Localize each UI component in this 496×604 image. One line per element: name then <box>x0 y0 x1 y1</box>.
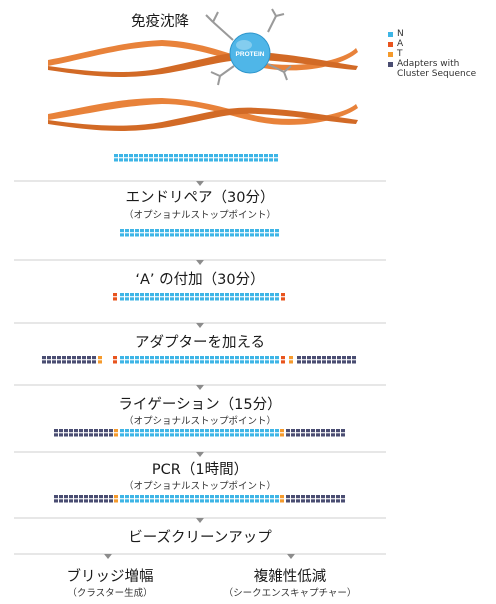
down-arrow-icon <box>287 554 295 559</box>
step-subtitle-ligation: （オプショナルストップポイント） <box>123 416 276 427</box>
step-title-pcr: PCR（1時間） <box>151 462 249 478</box>
fragment-end-repaired <box>120 229 279 237</box>
legend-item-adapter: Adapters with Cluster Sequence <box>388 59 492 79</box>
down-arrow-icon <box>196 385 204 390</box>
legend-item-a: A <box>388 39 403 49</box>
output-title-complexity-reduction: 複雑性低減 <box>253 569 327 585</box>
legend-label-t: T <box>397 49 403 59</box>
legend-swatch-t <box>388 52 393 57</box>
step-title-a-tailing: ‘A’ の付加（30分） <box>135 272 265 288</box>
down-arrow-icon <box>196 323 204 328</box>
legend-label-adapter: Adapters with Cluster Sequence <box>397 59 477 79</box>
legend-label-a: A <box>397 39 404 49</box>
step-subtitle-pcr: （オプショナルストップポイント） <box>123 481 276 492</box>
down-arrow-icon <box>196 181 204 186</box>
down-arrow-icon <box>196 452 204 457</box>
fragment-pcr-amplified <box>54 495 345 503</box>
legend-item-t: T <box>388 49 403 59</box>
output-title-bridge-amplification: ブリッジ増幅 <box>66 569 154 585</box>
down-arrow-icon <box>104 554 112 559</box>
fragment-a-tailed <box>113 293 285 301</box>
dna-ribbon <box>48 98 358 131</box>
legend-item-n: N <box>388 29 404 39</box>
legend-label-n: N <box>397 29 404 39</box>
protein-label: PROTEIN <box>236 51 265 58</box>
output-subtitle-cluster-generation: （クラスター生成） <box>67 588 153 599</box>
step-title-bead-cleanup: ビーズクリーンアップ <box>128 530 272 546</box>
fragment-sheared-dna <box>114 154 278 162</box>
step-subtitle-end-repair: （オプショナルストップポイント） <box>123 210 276 221</box>
legend-swatch-a <box>388 42 393 47</box>
legend-swatch-adapter <box>388 62 393 67</box>
diagram-title: 免疫沈降 <box>131 14 189 30</box>
legend-swatch-n <box>388 32 393 37</box>
protein-blob: PROTEIN <box>205 8 292 86</box>
down-arrow-icon <box>196 260 204 265</box>
fragment-with-adapters <box>42 356 356 364</box>
step-title-end-repair: エンドリペア（30分） <box>125 190 275 206</box>
step-title-ligation: ライゲーション（15分） <box>118 397 282 413</box>
output-subtitle-sequence-capture: （シークエンスキャプチャー） <box>223 588 357 599</box>
down-arrow-icon <box>196 518 204 523</box>
dna-ribbon-with-protein <box>48 40 358 77</box>
step-title-add-adapters: アダプターを加える <box>134 335 266 351</box>
fragment-ligated <box>54 429 345 437</box>
